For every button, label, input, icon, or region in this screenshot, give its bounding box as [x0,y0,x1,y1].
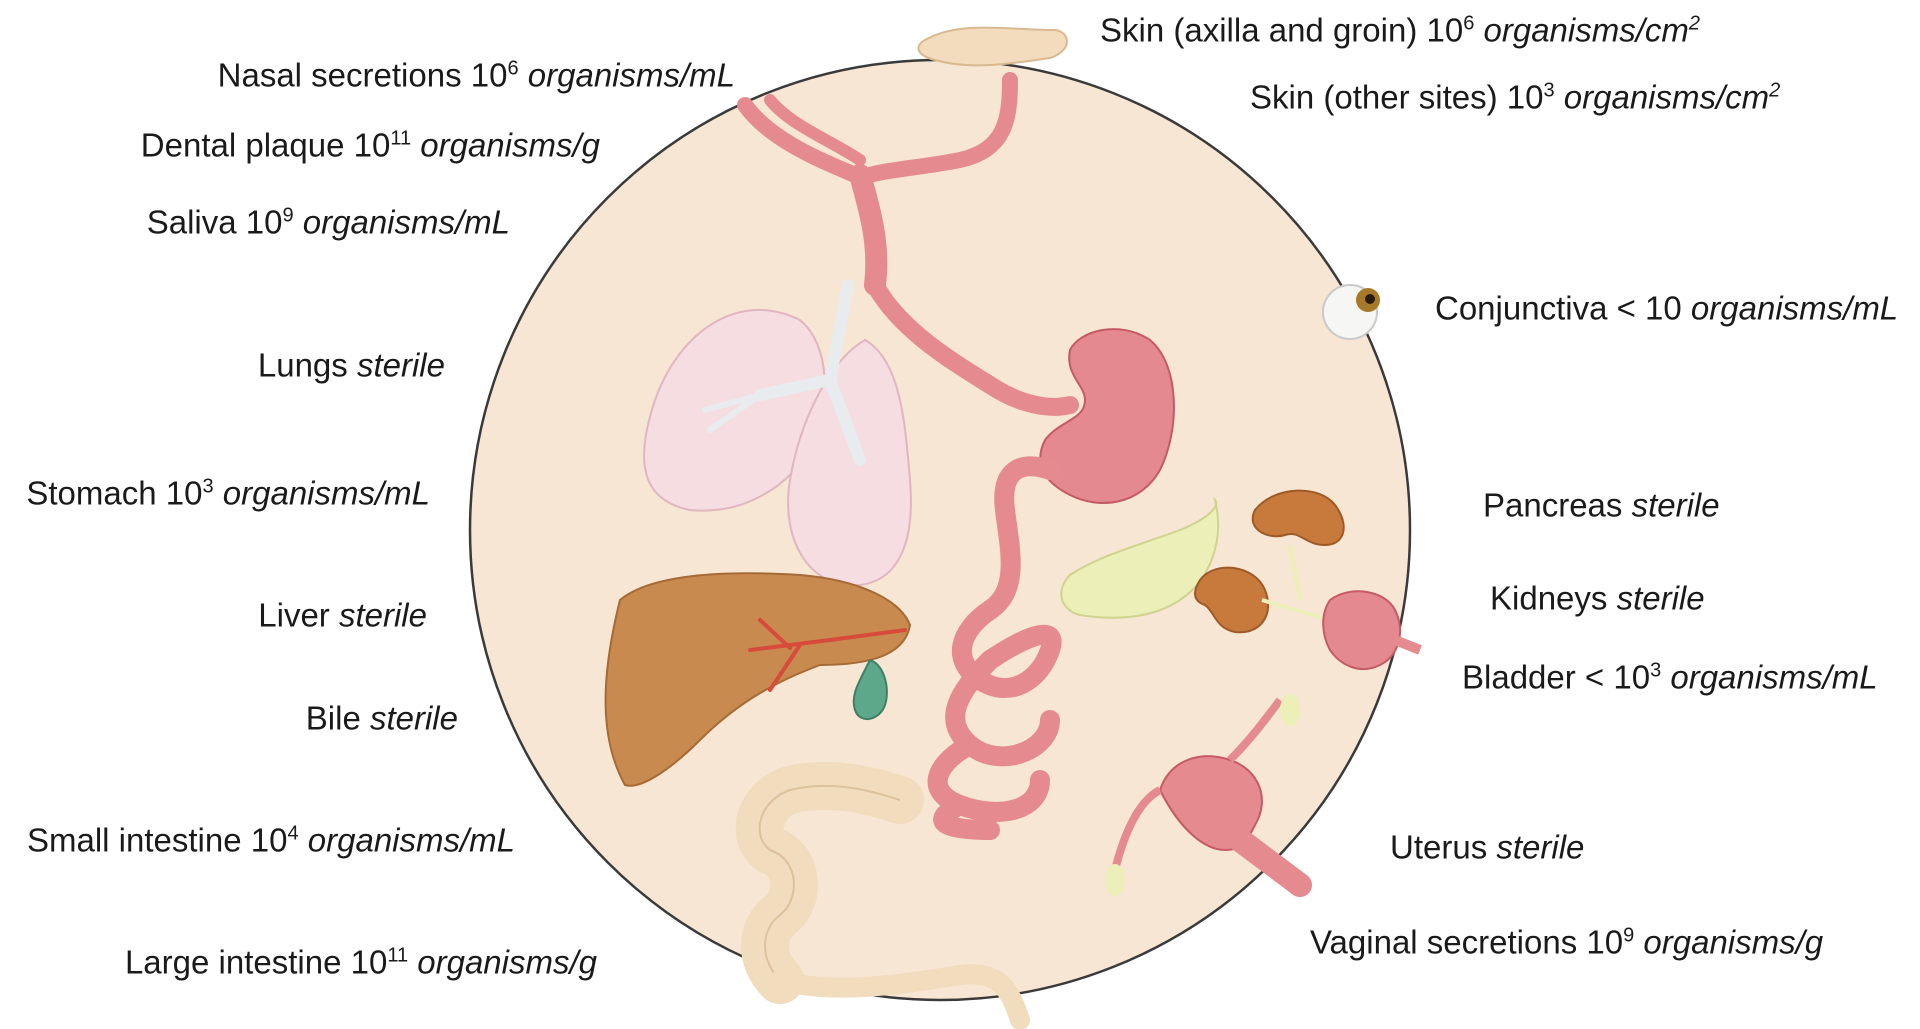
label-large-intestine: Large intestine 1011 organisms/g [125,946,597,979]
label-stomach: Stomach 103 organisms/mL [26,477,430,510]
label-saliva: Saliva 109 organisms/mL [147,206,510,239]
label-bladder: Bladder < 103 organisms/mL [1462,661,1878,694]
label-pancreas: Pancreas sterile [1483,489,1720,522]
label-skin-other: Skin (other sites) 103 organisms/cm2 [1250,81,1780,114]
label-conjunctiva: Conjunctiva < 10 organisms/mL [1435,292,1898,325]
label-bile: Bile sterile [306,702,458,735]
label-nasal-secretions: Nasal secretions 106 organisms/mL [218,59,735,92]
label-liver: Liver sterile [258,599,427,632]
label-small-intestine: Small intestine 104 organisms/mL [27,824,515,857]
label-skin-axilla-groin: Skin (axilla and groin) 106 organisms/cm… [1100,14,1700,47]
label-lungs: Lungs sterile [258,349,445,382]
label-dental-plaque: Dental plaque 1011 organisms/g [141,129,600,162]
label-vaginal-secretions: Vaginal secretions 109 organisms/g [1310,926,1823,959]
label-kidneys: Kidneys sterile [1490,582,1705,615]
label-uterus: Uterus sterile [1390,831,1584,864]
